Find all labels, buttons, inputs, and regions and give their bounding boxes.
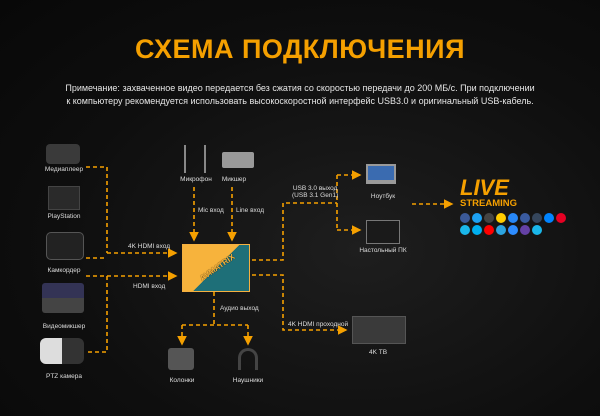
platform-icon bbox=[496, 213, 506, 223]
label-headphones: Наушники bbox=[232, 377, 264, 384]
label-mic-input: Mic вход bbox=[198, 207, 224, 214]
usb-out-line2: (USB 3.1 Gen1) bbox=[292, 192, 339, 199]
camcorder-icon bbox=[46, 232, 84, 260]
platform-icon bbox=[532, 225, 542, 235]
platform-icon bbox=[556, 213, 566, 223]
label-desktop: Настольный ПК bbox=[359, 247, 407, 254]
platform-icon bbox=[520, 213, 530, 223]
label-playstation: PlayStation bbox=[47, 213, 81, 220]
microphone-icon bbox=[184, 145, 206, 173]
label-line-input: Line вход bbox=[236, 207, 264, 214]
label-microphone: Микрофон bbox=[180, 176, 212, 183]
note: Примечание: захваченное видео передается… bbox=[0, 82, 600, 108]
line-tv bbox=[252, 274, 348, 335]
label-video-mixer: Видеомикшер bbox=[42, 323, 86, 330]
usb-out-line1: USB 3.0 выход bbox=[292, 185, 338, 192]
platform-icon bbox=[460, 213, 470, 223]
label-mixer: Микшер bbox=[221, 176, 247, 183]
live-text: LIVE bbox=[460, 175, 509, 200]
label-tv: 4K ТВ bbox=[368, 349, 388, 356]
streaming-text: STREAMING bbox=[460, 198, 517, 209]
platform-icon bbox=[520, 225, 530, 235]
tv-icon bbox=[352, 316, 406, 344]
brand-logo: AVMATRIX bbox=[198, 252, 237, 283]
label-hdmi-pass: 4K HDMI проходной bbox=[288, 321, 349, 328]
page-title: СХЕМА ПОДКЛЮЧЕНИЯ bbox=[135, 34, 465, 64]
platform-icons bbox=[460, 213, 568, 235]
capture-card: AVMATRIX bbox=[182, 244, 250, 292]
live-streaming-logo: LIVE STREAMING bbox=[460, 175, 517, 210]
label-media-player: Медиаплеер bbox=[44, 166, 84, 173]
label-ptz-camera: PTZ камера bbox=[46, 373, 82, 380]
label-speakers: Колонки bbox=[169, 377, 195, 384]
note-line-1: Примечание: захваченное видео передается… bbox=[65, 83, 535, 93]
note-line-2: к компьютеру рекомендуется использовать … bbox=[66, 96, 534, 106]
label-audio-out: Аудио выход bbox=[220, 305, 259, 312]
desktop-icon bbox=[366, 220, 400, 244]
platform-icon bbox=[484, 213, 494, 223]
label-hdmi-in: HDMI вход bbox=[133, 283, 166, 290]
laptop-icon bbox=[366, 164, 396, 184]
line-ptz bbox=[86, 276, 108, 353]
speakers-icon bbox=[168, 348, 194, 370]
platform-icon bbox=[484, 225, 494, 235]
label-usb-out: USB 3.0 выход (USB 3.1 Gen1) bbox=[292, 185, 338, 199]
label-camcorder: Камкордер bbox=[47, 267, 81, 274]
platform-icon bbox=[532, 213, 542, 223]
label-laptop: Ноутбук bbox=[370, 193, 396, 200]
platform-icon bbox=[508, 225, 518, 235]
media-player-icon bbox=[46, 144, 80, 164]
platform-icon bbox=[472, 213, 482, 223]
platform-icon bbox=[544, 213, 554, 223]
label-4k-hdmi-in: 4K HDMI вход bbox=[128, 243, 171, 250]
mixer-icon bbox=[222, 152, 254, 168]
video-mixer-icon bbox=[42, 283, 84, 313]
platform-icon bbox=[508, 213, 518, 223]
platform-icon bbox=[460, 225, 470, 235]
line-sources-4k bbox=[86, 166, 108, 259]
headphones-icon bbox=[238, 348, 258, 370]
platform-icon bbox=[472, 225, 482, 235]
ptz-camera-icon bbox=[40, 338, 84, 364]
platform-icon bbox=[496, 225, 506, 235]
playstation-icon bbox=[48, 186, 80, 210]
